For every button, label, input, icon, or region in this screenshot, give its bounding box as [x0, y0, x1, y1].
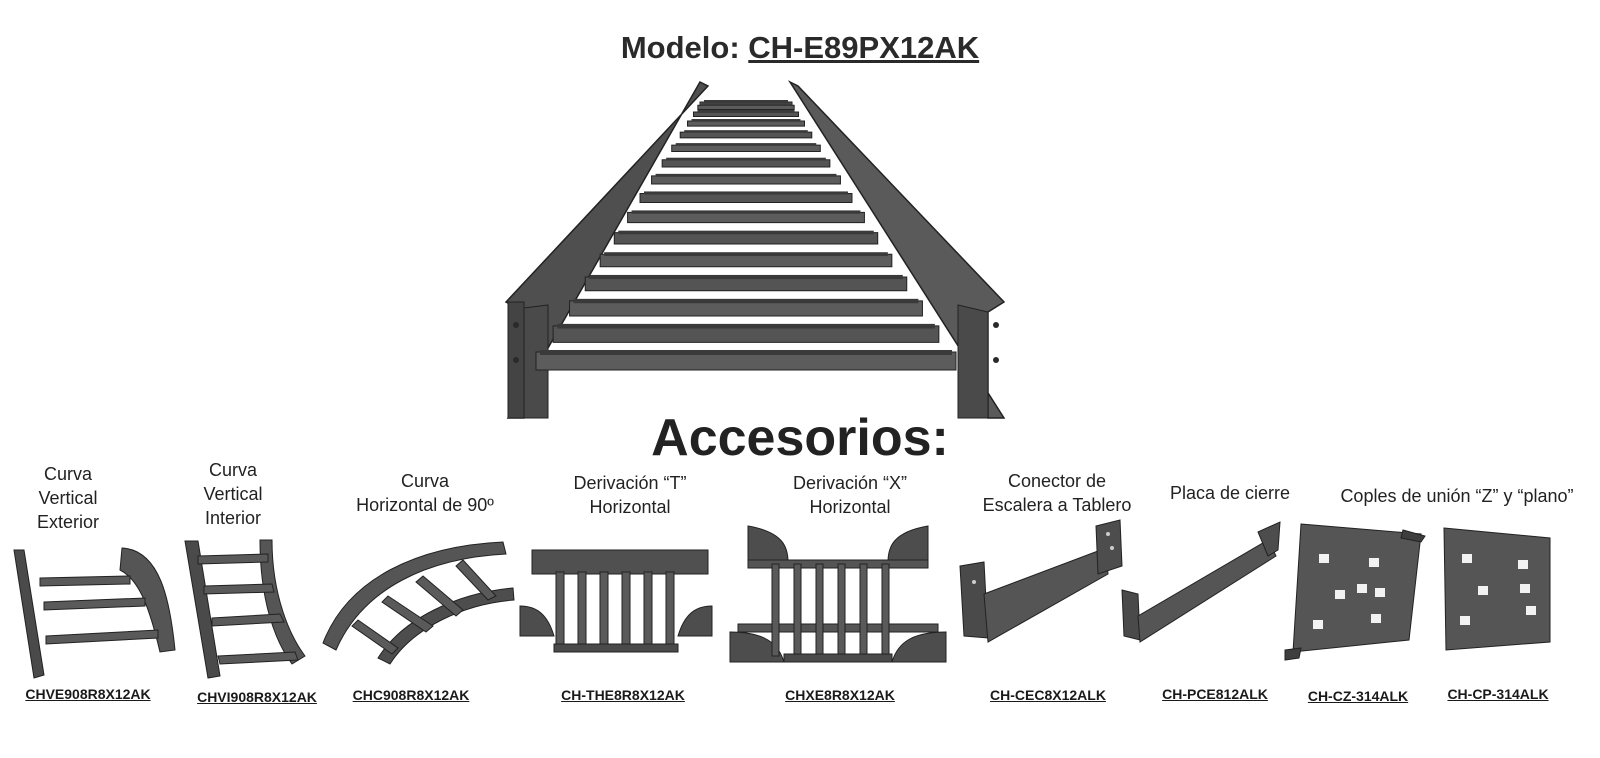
accessories-heading: Accesorios: [651, 409, 949, 467]
rung-flange [691, 119, 801, 122]
ladder-rung [639, 192, 853, 204]
label-line: Conector de [1007, 471, 1107, 491]
ladder-rung [661, 159, 831, 168]
flat-coupling-plate-image [1443, 527, 1551, 651]
label-line: Derivación “T” [573, 473, 687, 493]
label-line: Placa de cierre [1169, 483, 1291, 503]
accessory-label-4: Derivación “T” Horizontal [545, 471, 715, 519]
cable-ladder-tray-image [504, 80, 1006, 419]
label-line: Horizontal [589, 497, 671, 517]
rung-flange [604, 252, 888, 257]
ladder-rung [613, 232, 879, 245]
rung-flange [573, 298, 919, 304]
rung-flange [618, 230, 874, 235]
rung-flange [540, 350, 952, 355]
model-code: CH-E89PX12AK [748, 30, 980, 65]
label-line: Escalera a Tablero [982, 495, 1132, 515]
ladder-rung [599, 253, 893, 268]
label-line: Derivación “X” [792, 473, 908, 493]
model-title: Modelo: CH-E89PX12AK [0, 30, 1600, 66]
label-line: Interior [204, 508, 262, 528]
rung-flange [684, 130, 808, 133]
ladder-rung [697, 104, 795, 110]
rung-flange [666, 157, 826, 161]
label-line: Vertical [38, 488, 98, 508]
rung-flange [675, 143, 817, 146]
rung-flange [655, 173, 837, 177]
label-line: Curva [400, 471, 449, 491]
rung-flange [557, 323, 935, 329]
accessory-label-3: Curva Horizontal de 90º [340, 469, 510, 517]
accessory-code-1: CHVE908R8X12AK [25, 686, 151, 702]
label-line: Vertical [203, 484, 263, 504]
accessory-label-6: Conector de Escalera a Tablero [972, 469, 1142, 517]
accessory-code-8: CH-CZ-314ALK [1307, 688, 1409, 704]
accessory-label-8: Copl​es de unión “Z” y “plano” [1322, 484, 1592, 508]
ladder-to-panel-connector-image [959, 519, 1123, 643]
accessory-code-4: CH-THE8R8X12AK [561, 687, 685, 703]
ladder-rung [692, 111, 800, 118]
model-prefix: Modelo: [620, 30, 740, 65]
label-line: Curva [208, 460, 257, 480]
horizontal-curve-90-image [322, 541, 515, 665]
z-coupling-plate-image [1284, 523, 1426, 661]
accessory-label-7: Placa de cierre [1150, 481, 1310, 505]
accessory-code-7: CH-PCE812ALK [1162, 686, 1268, 702]
rung-flange [644, 191, 848, 195]
ladder-rung [687, 120, 805, 127]
accessory-label-2: Curva Vertical Interior [183, 458, 283, 530]
label-line: Horizontal [809, 497, 891, 517]
accessory-code-2: CHVI908R8X12AK [197, 689, 317, 705]
ladder-rung [679, 131, 813, 139]
accessory-label-5: Derivación “X” Horizontal [765, 471, 935, 519]
rung-flange [701, 103, 791, 106]
accessory-code-5: CHXE8R8X12AK [785, 687, 895, 703]
label-line: Curva [43, 464, 92, 484]
tee-branch-horizontal-image [519, 549, 713, 653]
vertical-curve-exterior-image [13, 547, 176, 679]
ladder-rung [627, 211, 865, 224]
vertical-curve-interior-image [184, 539, 306, 679]
rung-flange [631, 210, 861, 214]
rung-flange [589, 274, 903, 280]
closing-plate-image [1121, 521, 1281, 643]
rung-flange [704, 100, 788, 102]
cross-branch-horizontal-image [729, 525, 947, 663]
label-line: Horizontal de 90º [356, 495, 494, 515]
accessory-code-6: CH-CEC8X12ALK [990, 687, 1106, 703]
accessory-code-3: CHC908R8X12AK [352, 687, 470, 703]
ladder-rung [671, 144, 821, 153]
ladder-rungs [535, 100, 957, 371]
accessory-label-1: Curva Vertical Exterior [18, 462, 118, 534]
accessory-code-9: CH-CP-314ALK [1447, 686, 1549, 702]
rung-flange [697, 109, 795, 113]
ladder-rung [651, 175, 841, 185]
label-line: Copl​es de unión “Z” y “plano” [1340, 486, 1574, 506]
label-line: Exterior [36, 512, 99, 532]
